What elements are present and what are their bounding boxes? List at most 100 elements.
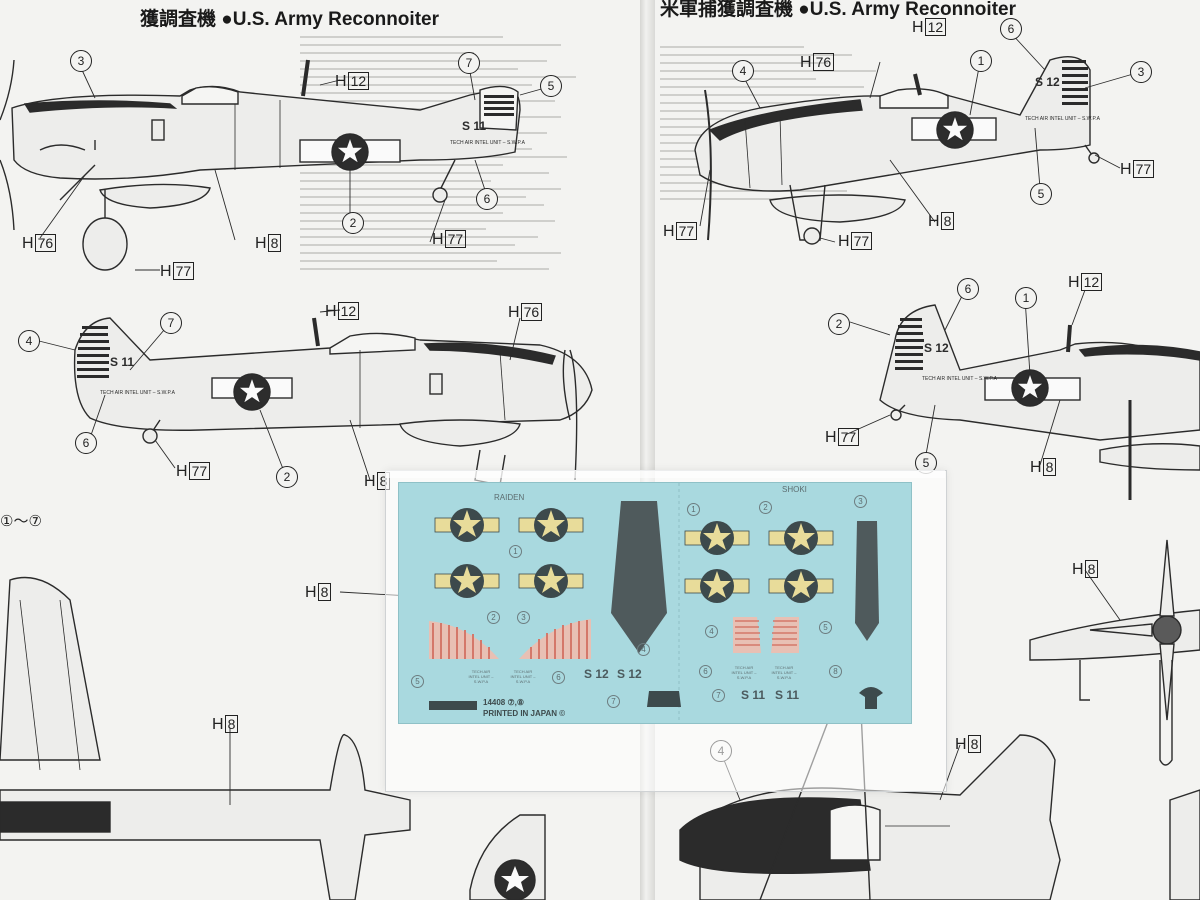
decal-number: 6 [552,671,565,684]
decal-number: 7 [712,689,725,702]
svg-text:S 11: S 11 [110,355,134,369]
headrest-decal [647,691,681,707]
svg-text:TECH AIR INTEL UNIT – S.W.P.A: TECH AIR INTEL UNIT – S.W.P.A [922,376,998,382]
callout-number: 3 [1130,61,1152,83]
aircraft-front-view [1029,539,1200,766]
decal-sheet: RAIDEN SHOKI 1 2 3 4 5 6 7 1 2 3 4 5 6 7… [398,482,912,724]
bag-seal [385,470,945,478]
decal-number: 8 [829,665,842,678]
callout-number: 1 [1015,287,1037,309]
aircraft-code-decal: S 12 [584,667,609,681]
callout-number: 7 [160,312,182,334]
aircraft-top-view-b [679,689,1200,900]
callout-number: 2 [276,466,298,488]
decal-number: 2 [759,501,772,514]
left-page-title: 獲調査機 ●U.S. Army Reconnoiter [140,9,439,30]
fuselage-band-decal [855,521,879,641]
callout-number: 4 [18,330,40,352]
callout-number: 6 [1000,18,1022,40]
insignia-decal [518,507,584,543]
callout-number: 2 [342,212,364,234]
callout-number: 7 [458,52,480,74]
decal-number: 1 [509,545,522,558]
unit-marking-decal: TECH AIR INTEL UNIT – S.W.P.A [731,665,757,680]
callout-number: 5 [1030,183,1052,205]
callout-number: 5 [540,75,562,97]
insignia-decal [434,507,500,543]
insignia-decal [434,563,500,599]
aircraft-code-decal: S 12 [617,667,642,681]
instruction-text-block [300,30,590,276]
product-number: 14408 ⑦,⑧ [483,698,525,707]
aircraft-side-view-d: S 12 TECH AIR INTEL UNIT – S.W.P.A [879,304,1200,500]
unit-marking-decal: TECH AIR INTEL UNIT – S.W.P.A [510,669,536,684]
tail-stripes-decal [429,617,799,659]
decal-sheet-header-left: RAIDEN [494,493,525,502]
decal-range-label: ①～⑦ [0,513,42,530]
insignia-decal [768,520,834,556]
decal-number: 3 [854,495,867,508]
callout-number: 6 [476,188,498,210]
callout-number: 6 [75,432,97,454]
headrest-decal [859,687,883,709]
insignia-decal [684,520,750,556]
callout-number: 2 [828,313,850,335]
decal-number: 2 [487,611,500,624]
unit-marking-decal: TECH AIR INTEL UNIT – S.W.P.A [468,669,494,684]
insignia-decal [768,568,834,604]
aircraft-code-decal: S 11 [775,688,800,702]
callout-number: 4 [732,60,754,82]
svg-text:TECH AIR INTEL UNIT – S.W.P.A: TECH AIR INTEL UNIT – S.W.P.A [1025,116,1101,122]
callout-number: 6 [957,278,979,300]
decal-number: 4 [637,643,650,656]
insignia-decal [684,568,750,604]
insignia-decal [518,563,584,599]
printed-in-japan: PRINTED IN JAPAN © [483,709,566,718]
callout-number: 1 [970,50,992,72]
svg-text:S 12: S 12 [1035,75,1060,89]
unit-marking-decal: TECH AIR INTEL UNIT – S.W.P.A [771,665,797,680]
aircraft-top-view-a [0,576,546,900]
svg-text:S 12: S 12 [924,341,949,355]
decal-number: 5 [819,621,832,634]
manufacturer-logo [429,701,477,710]
decal-number: 1 [687,503,700,516]
fuselage-band-decal [611,501,667,653]
svg-text:S 11: S 11 [462,119,486,133]
aircraft-side-view-c: S 12 TECH AIR INTEL UNIT – S.W.P.A [694,56,1101,245]
aircraft-code-decal: S 11 [741,688,766,702]
aircraft-side-view-a: S 11 TECH AIR INTEL UNIT – S.W.P.A [0,59,526,271]
decal-number: 6 [699,665,712,678]
decal-number: 4 [705,625,718,638]
callout-number: 3 [70,50,92,72]
decal-number: 5 [411,675,424,688]
decal-number: 7 [607,695,620,708]
decal-artwork [429,483,883,723]
svg-text:TECH AIR INTEL UNIT – S.W.P.A: TECH AIR INTEL UNIT – S.W.P.A [100,390,176,396]
right-page-title: 米軍捕獲調査機 ●U.S. Army Reconnoiter [660,0,1016,20]
decal-number: 3 [517,611,530,624]
decal-sheet-header-right: SHOKI [782,485,807,494]
